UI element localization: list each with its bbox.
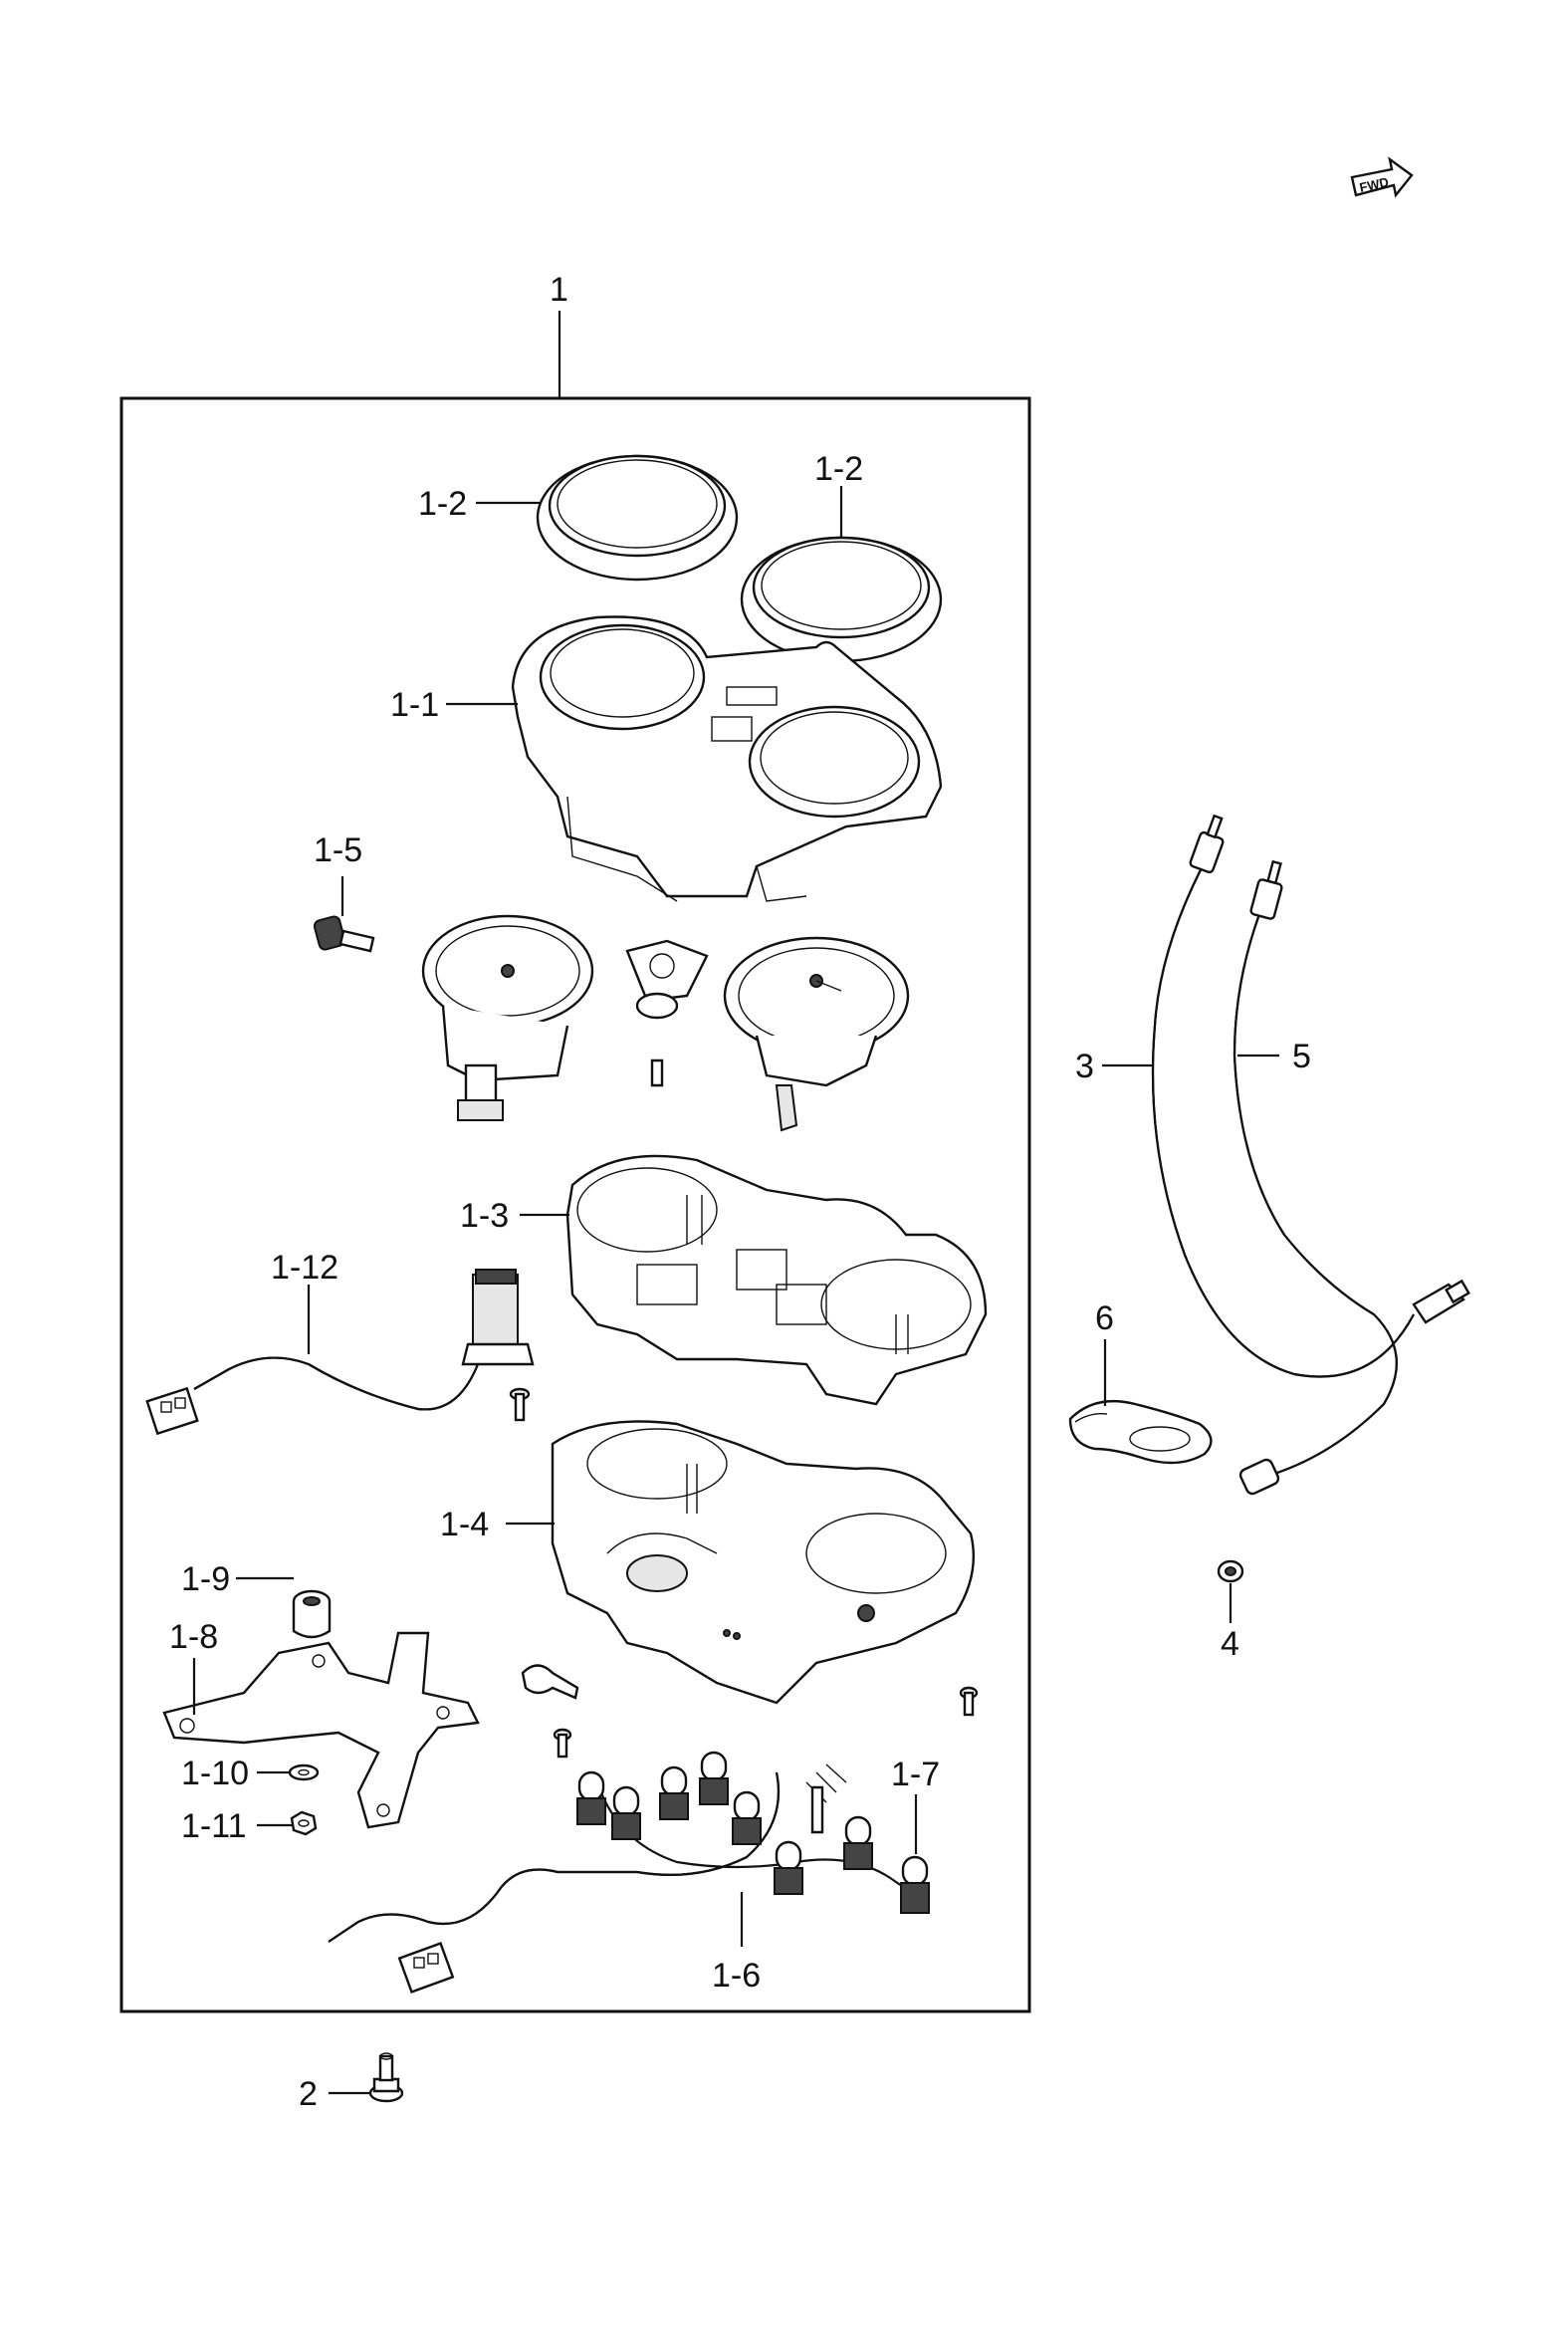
label-washer: 1-10 [181, 1755, 249, 1792]
label-assembly: 1 [550, 271, 568, 309]
meter-cable-left [1151, 814, 1470, 1378]
harness-lead [145, 1269, 535, 1436]
label-harness-lead: 1-12 [271, 1249, 338, 1287]
indicator-module [625, 939, 709, 1087]
lens-ring-left [536, 454, 739, 582]
bulb-4 [699, 1751, 729, 1805]
assembly-frame [119, 396, 1031, 2013]
damper [292, 1589, 332, 1639]
label-lower-case: 1-4 [440, 1506, 489, 1543]
label-clip: 4 [1221, 1625, 1239, 1663]
bracket [162, 1631, 480, 1829]
cable-clip [1217, 1559, 1244, 1583]
label-bracket: 1-8 [169, 1618, 218, 1656]
upper-case [511, 615, 943, 902]
bulb-6 [774, 1840, 803, 1895]
label-bulbs: 1-7 [891, 1756, 940, 1793]
bulb-1 [576, 1770, 606, 1825]
bolt [368, 2052, 404, 2103]
label-bulb-harness: 1-6 [712, 1957, 761, 1995]
label-nut: 1-11 [181, 1807, 247, 1845]
nut [290, 1810, 318, 1836]
label-upper-case: 1-1 [390, 686, 439, 724]
label-lens-ring-left: 1-2 [418, 485, 467, 523]
cable-clamp [521, 1664, 579, 1759]
lens-ring-right [740, 536, 943, 663]
washer [288, 1764, 320, 1781]
grommet [1068, 1400, 1213, 1465]
label-bolt: 2 [299, 2075, 318, 2113]
bulb-2 [611, 1785, 641, 1840]
bulb-8 [900, 1855, 930, 1914]
speedometer-gauge [421, 914, 594, 1121]
bulb-5 [732, 1790, 762, 1845]
meter-cable-right [1232, 859, 1398, 1496]
label-inner-case: 1-3 [460, 1197, 509, 1235]
screw-inner [509, 1387, 531, 1422]
label-cable-left: 3 [1075, 1048, 1094, 1085]
bulb-7 [843, 1815, 873, 1870]
inner-case [565, 1154, 988, 1406]
label-grommet: 6 [1095, 1299, 1114, 1337]
tachometer-gauge [723, 936, 910, 1132]
lower-case [551, 1420, 976, 1705]
screw-lower [959, 1686, 979, 1717]
label-reset-knob: 1-5 [314, 831, 362, 869]
label-cable-right: 5 [1292, 1038, 1311, 1075]
fwd-text: FWD [1358, 174, 1390, 195]
fwd-arrow-icon: FWD [1350, 156, 1414, 198]
bulb-3 [659, 1765, 689, 1820]
reset-knob [313, 915, 375, 953]
label-damper: 1-9 [181, 1560, 230, 1598]
label-lens-ring-right: 1-2 [814, 450, 863, 488]
